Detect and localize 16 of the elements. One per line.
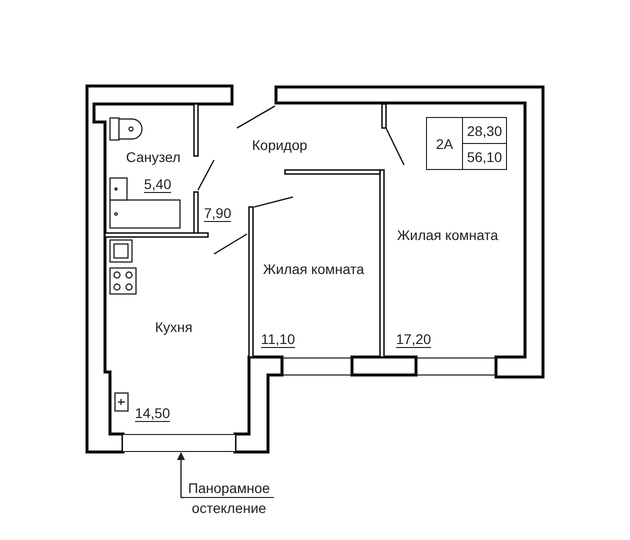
note-text: Панорамное остекление — [184, 478, 274, 518]
room-name: Жилая комната — [397, 227, 498, 243]
area-value: 11,10 — [261, 331, 295, 348]
window — [123, 434, 235, 452]
room-name: Санузел — [126, 149, 181, 165]
table-cell: 28,30 — [462, 117, 507, 144]
leader-line — [177, 452, 185, 498]
area-value: 14,50 — [135, 405, 170, 422]
room-name: Жилая комната — [263, 261, 364, 277]
area-value: 17,20 — [396, 331, 432, 348]
table-cell: 2А — [426, 117, 463, 170]
table-cell: 56,10 — [462, 143, 507, 170]
area-value: 5,40 — [144, 176, 172, 193]
room-name: Коридор — [252, 137, 308, 153]
room-name: Кухня — [155, 319, 192, 335]
area-value: 7,90 — [204, 205, 232, 222]
